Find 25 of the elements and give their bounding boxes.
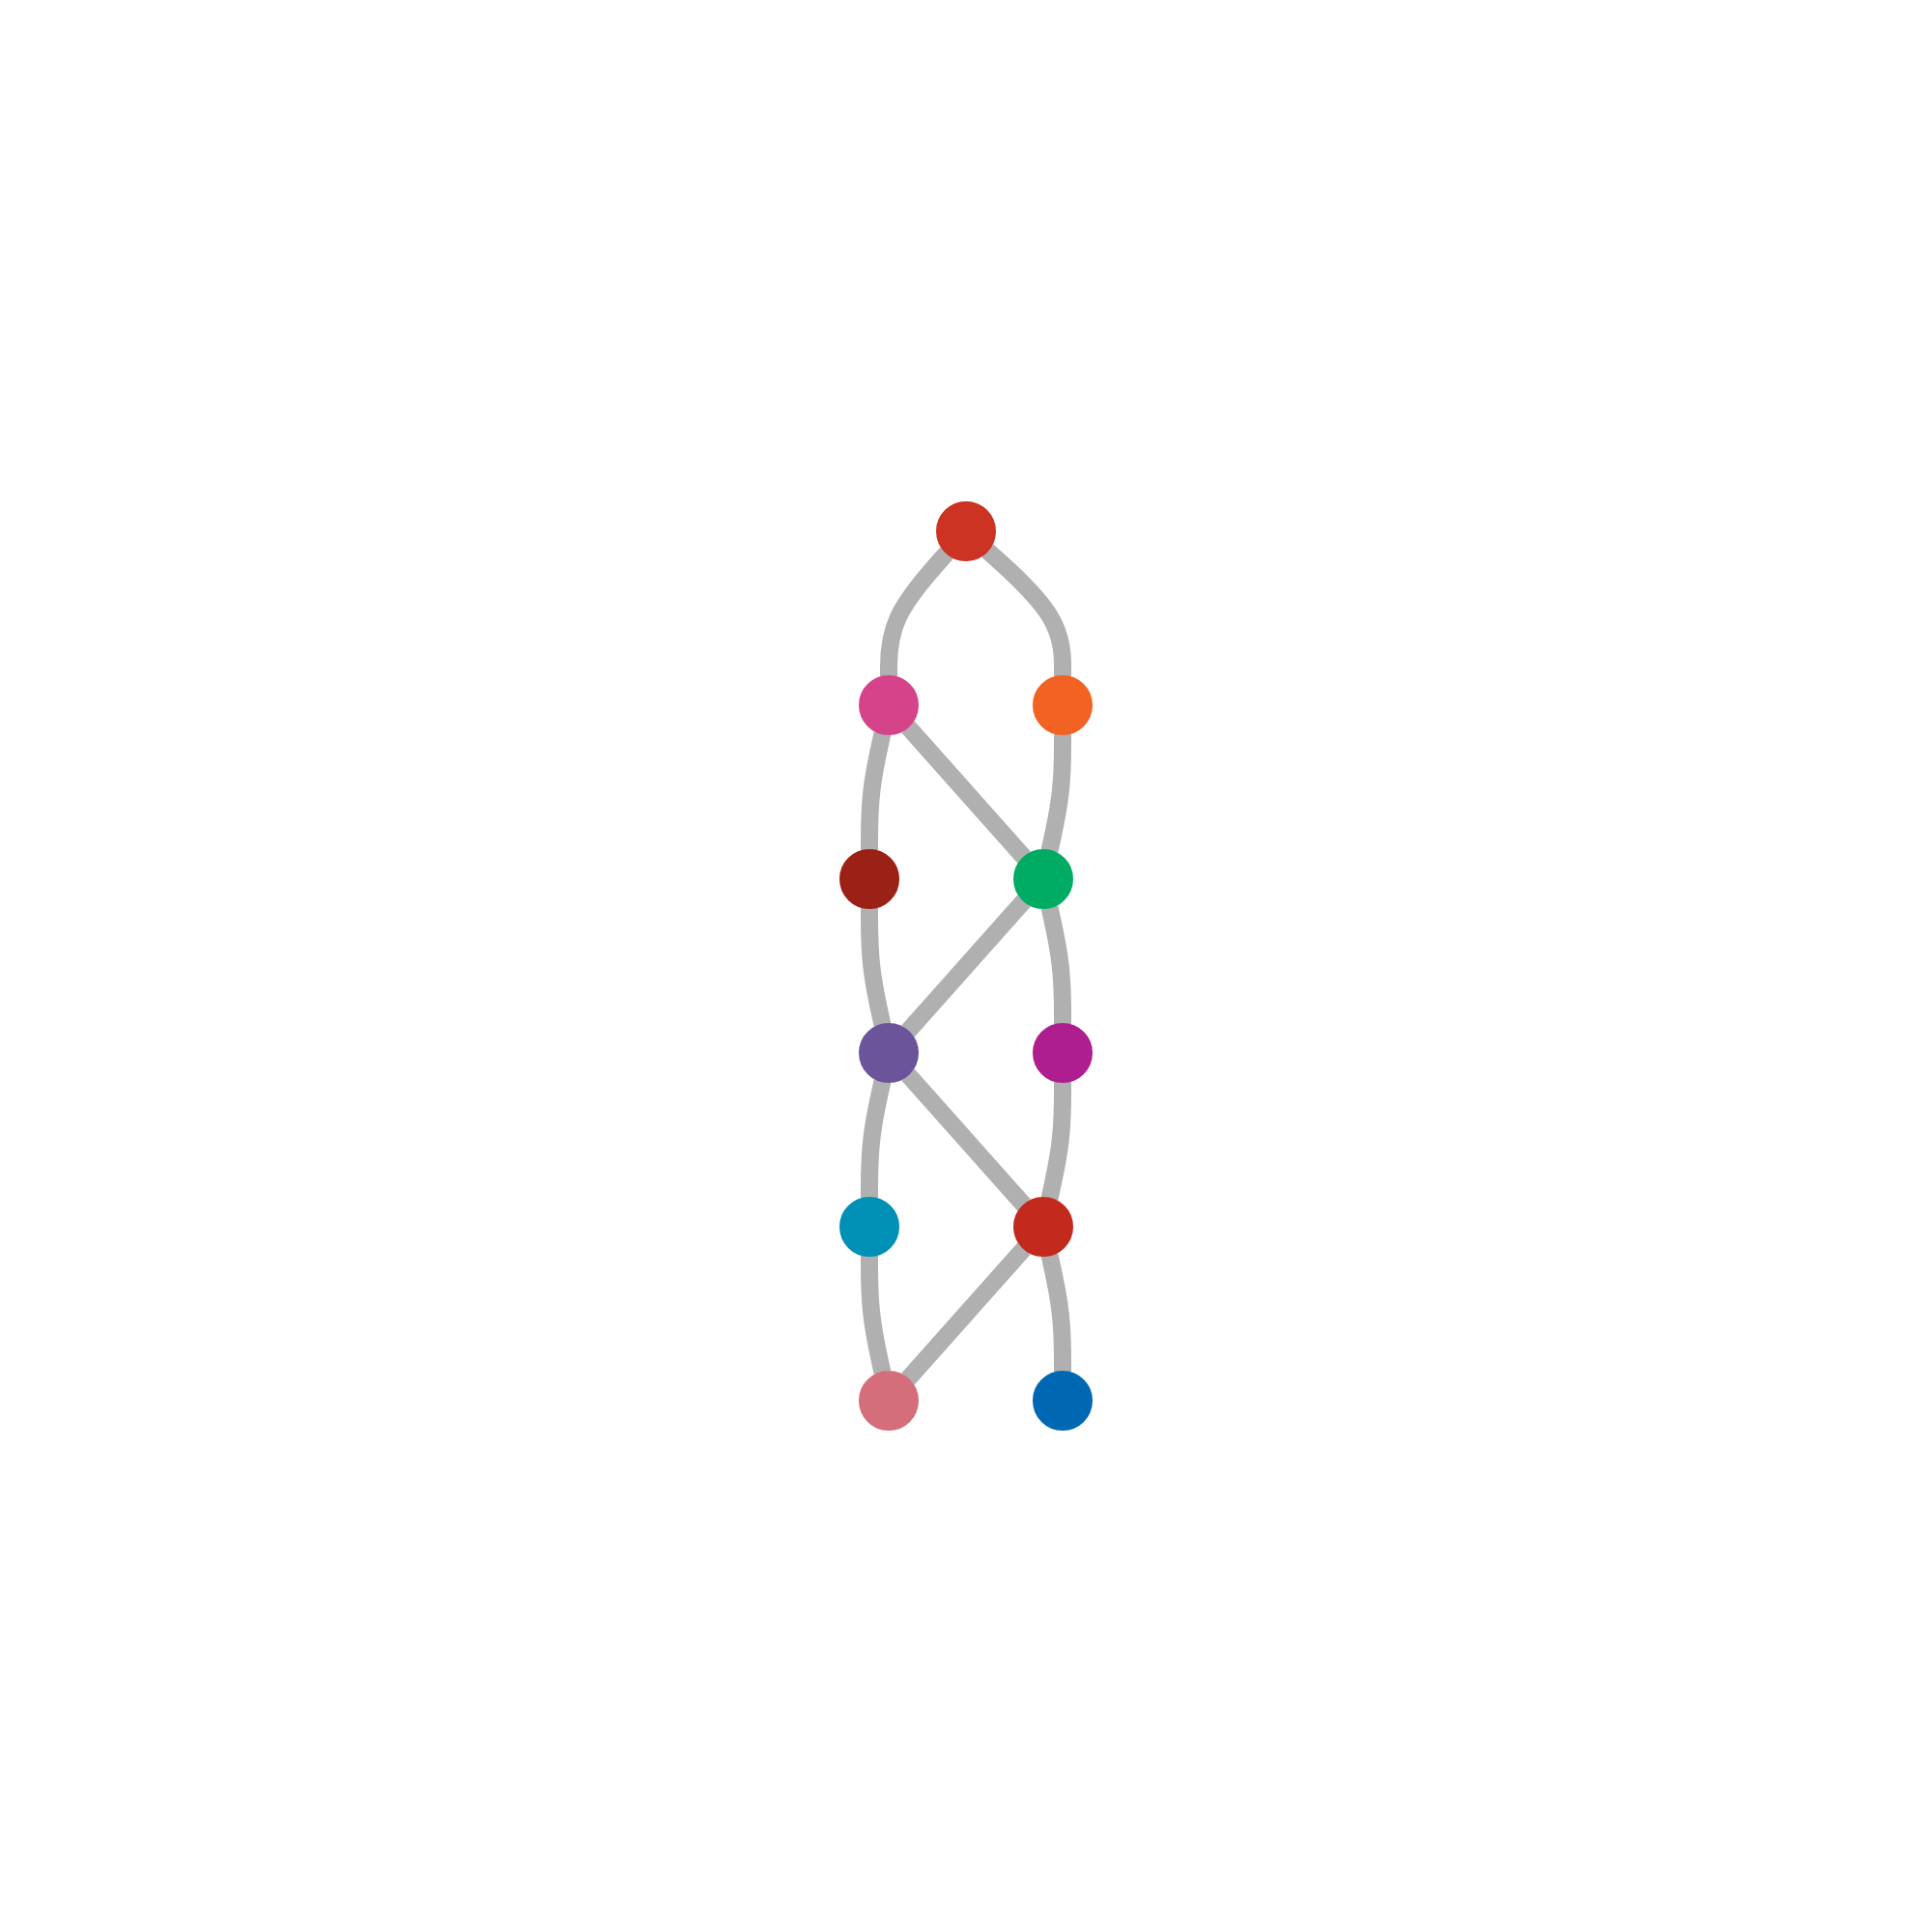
connector: [861, 1079, 892, 1198]
connector: [880, 547, 953, 676]
connector: [1040, 734, 1071, 853]
connector: [1040, 1082, 1071, 1201]
connector: [901, 895, 1031, 1037]
connector: [861, 1256, 892, 1375]
node-circle: [839, 1197, 899, 1257]
connector: [901, 1242, 1031, 1385]
node-circle: [936, 501, 996, 561]
node-circle: [859, 675, 919, 735]
connector: [861, 908, 892, 1027]
connector: [901, 1068, 1031, 1211]
node-circle: [1033, 675, 1093, 735]
node-circle: [1013, 1197, 1073, 1257]
connector: [981, 544, 1071, 676]
connector: [861, 731, 892, 850]
node-circle: [1013, 849, 1073, 909]
node-circle: [859, 1023, 919, 1083]
node-circle: [1033, 1023, 1093, 1083]
connector: [1040, 1253, 1071, 1372]
node-circle: [859, 1371, 919, 1431]
connector: [1040, 905, 1071, 1024]
connector: [901, 721, 1031, 864]
node-circle: [839, 849, 899, 909]
node-circle: [1033, 1371, 1093, 1431]
